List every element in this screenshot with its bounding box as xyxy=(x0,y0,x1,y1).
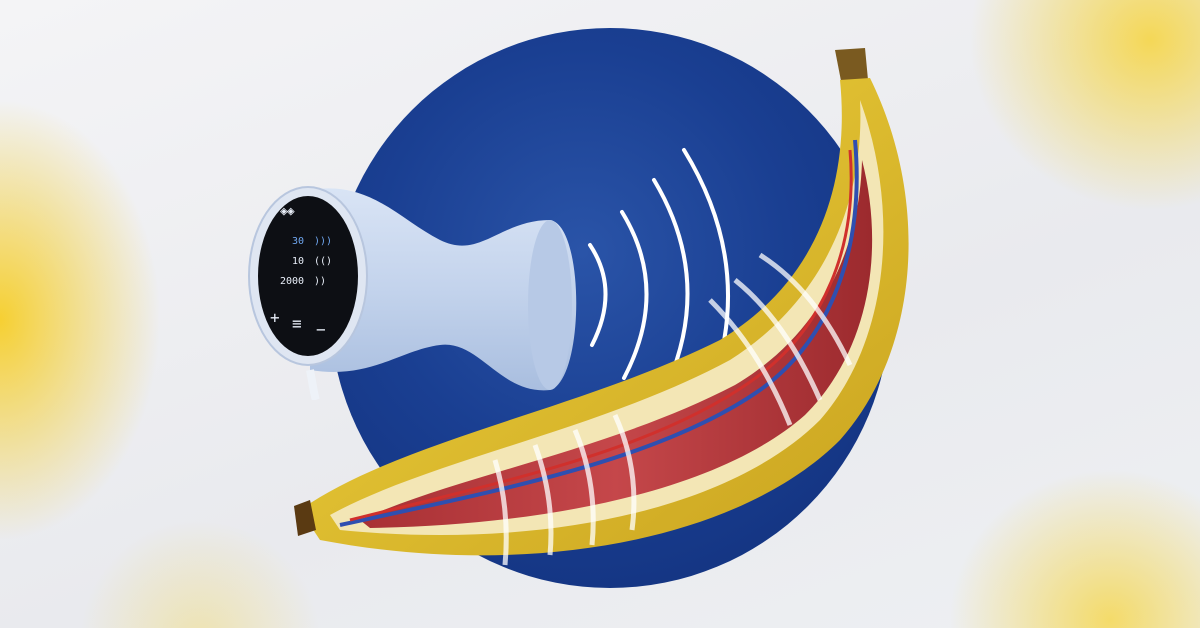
readout-2-value: 10 xyxy=(292,256,305,267)
waves-icon: ))) xyxy=(314,236,333,247)
readout-1-value: 30 xyxy=(292,236,305,247)
minus-button[interactable]: − xyxy=(316,320,326,339)
banana-anatomy-illustration xyxy=(280,20,960,600)
banana-icon xyxy=(294,48,909,566)
device-body-icon xyxy=(306,188,577,400)
plus-button[interactable]: + xyxy=(270,308,280,327)
readout-3-value: 2000 xyxy=(280,276,305,287)
device-screen: ◈◈ 30 ))) 10 (() 2000 )) + ≡ − xyxy=(250,188,366,364)
pulse-icon: (() xyxy=(314,256,333,267)
signal-icon: )) xyxy=(314,276,327,287)
ultrasound-device: ◈◈ 30 ))) 10 (() 2000 )) + ≡ − xyxy=(250,180,590,400)
logo-icon: ◈◈ xyxy=(280,204,295,219)
menu-button[interactable]: ≡ xyxy=(292,314,302,333)
